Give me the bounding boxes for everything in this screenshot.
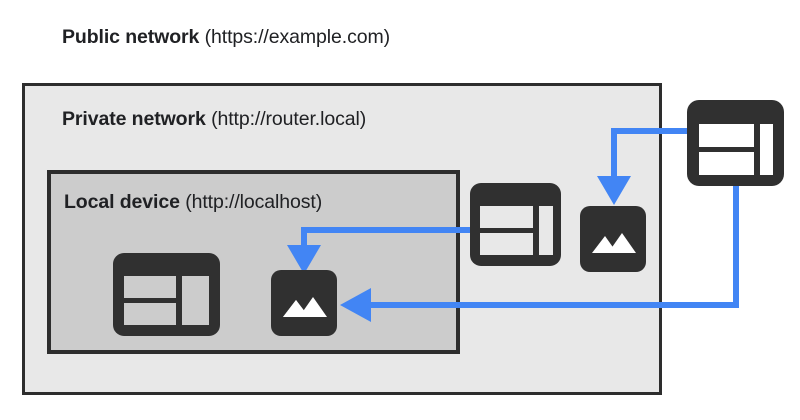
zone-label-private-network-title: Private network bbox=[62, 108, 206, 130]
zone-label-public-network-url: (https://example.com) bbox=[204, 26, 391, 48]
zone-label-public-network-title: Public network bbox=[62, 26, 200, 48]
zone-label-local-device-url: (http://localhost) bbox=[185, 191, 323, 213]
zone-label-local-device: Local device (http://localhost) bbox=[64, 191, 323, 213]
image-resource-icon-private-network[interactable] bbox=[580, 206, 646, 272]
image-resource-icon-local-device[interactable] bbox=[271, 270, 337, 336]
browser-window-icon-public-network[interactable] bbox=[687, 100, 784, 186]
zone-label-public-network: Public network (https://example.com) bbox=[62, 26, 391, 48]
zone-label-local-device-title: Local device bbox=[64, 191, 180, 213]
browser-window-icon-private-network[interactable] bbox=[470, 183, 561, 266]
zone-label-private-network: Private network (http://router.local) bbox=[62, 108, 367, 130]
zone-label-private-network-url: (http://router.local) bbox=[211, 108, 367, 130]
browser-window-icon-local-device[interactable] bbox=[113, 253, 220, 336]
